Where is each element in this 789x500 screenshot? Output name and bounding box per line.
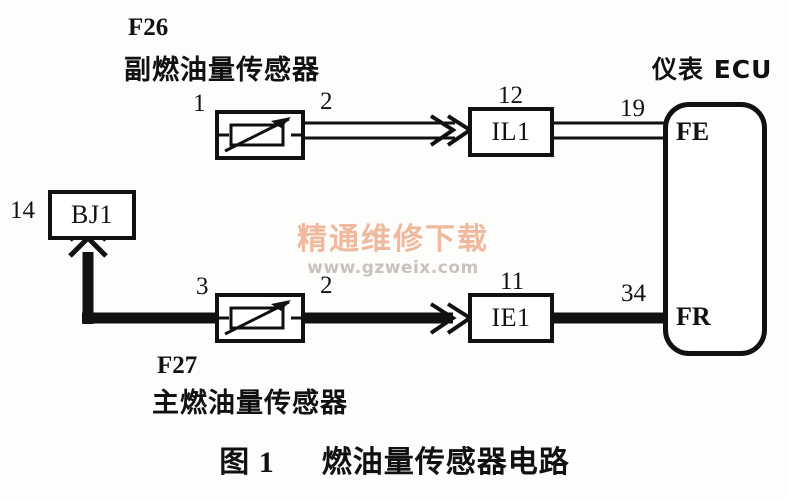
figure-caption: 图 1 燃油量传感器电路 bbox=[0, 437, 789, 481]
terminal-number-main-in: 3 bbox=[196, 273, 209, 300]
instrument-ecu-box bbox=[663, 102, 767, 356]
figure-caption-number: 图 1 bbox=[219, 446, 275, 479]
connector-il1: IL1 bbox=[468, 107, 554, 157]
wire-main-sensor-to-ie1 bbox=[303, 302, 474, 335]
wire-number-fr: 34 bbox=[621, 280, 646, 307]
aux-sensor-code: F26 bbox=[128, 14, 169, 41]
terminal-number-il1: 12 bbox=[498, 82, 523, 109]
main-sensor-name: 主燃油量传感器 bbox=[152, 388, 348, 419]
ecu-pin-fr-label: FR bbox=[676, 302, 711, 331]
connector-ie1: IE1 bbox=[468, 293, 554, 343]
figure-caption-title: 燃油量传感器电路 bbox=[321, 445, 570, 480]
terminal-number-bj1: 14 bbox=[10, 197, 35, 224]
wire-aux-sensor-to-il1 bbox=[303, 114, 474, 147]
wire-il1-to-ecu-fe bbox=[552, 121, 666, 140]
ie1-label: IE1 bbox=[491, 303, 531, 332]
bj1-label: BJ1 bbox=[71, 200, 113, 229]
instrument-ecu-title: 仪表 ECU bbox=[652, 55, 773, 84]
main-sensor-code: F27 bbox=[157, 352, 198, 379]
watermark: 精通维修下载 www.gzweix.com bbox=[278, 224, 508, 278]
terminal-number-ie1: 11 bbox=[500, 268, 525, 295]
il1-label: IL1 bbox=[491, 117, 531, 146]
terminal-number-aux-in: 1 bbox=[193, 90, 206, 117]
aux-sensor-name: 副燃油量传感器 bbox=[124, 55, 320, 86]
wire-number-fe: 19 bbox=[620, 95, 645, 122]
aux-fuel-level-sensor-symbol bbox=[215, 110, 305, 160]
terminal-number-aux-out: 2 bbox=[320, 88, 333, 115]
wire-ie1-to-ecu-fr bbox=[552, 312, 666, 324]
terminal-number-main-out: 2 bbox=[320, 272, 333, 299]
junction-block-bj1: BJ1 bbox=[48, 190, 136, 240]
ecu-pin-fe-label: FE bbox=[676, 117, 710, 146]
watermark-url: www.gzweix.com bbox=[307, 257, 479, 278]
main-fuel-level-sensor-symbol bbox=[215, 293, 305, 343]
watermark-text: 精通维修下载 bbox=[297, 222, 489, 257]
